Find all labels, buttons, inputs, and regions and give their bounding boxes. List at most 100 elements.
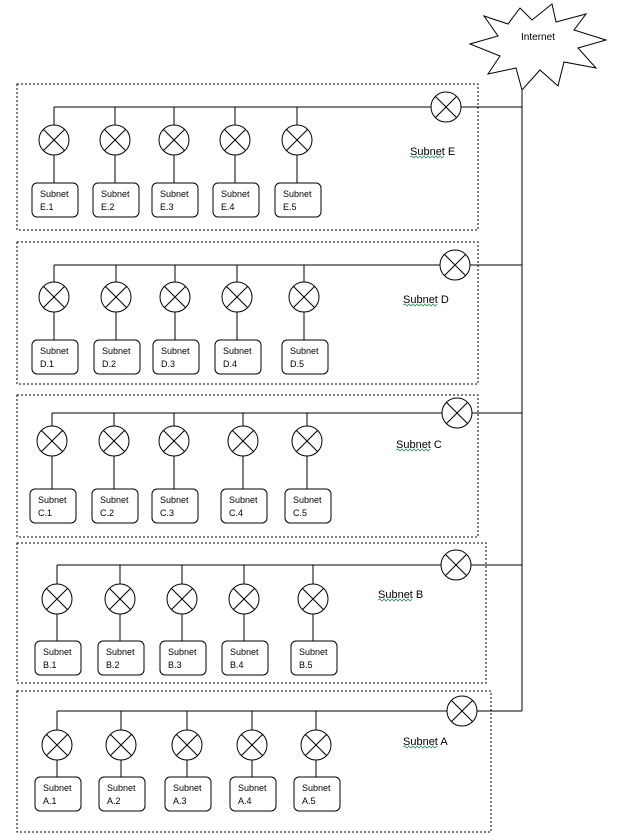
node-box	[34, 776, 82, 812]
node-box	[91, 488, 139, 524]
node-label-word: Subnet	[293, 495, 322, 505]
node-label-word: Subnet	[106, 647, 135, 657]
node-box	[31, 339, 79, 375]
subnet-group-e: Subnet ESubnetE.1SubnetE.2SubnetE.3Subne…	[16, 83, 522, 231]
gateway-router-icon	[440, 549, 472, 581]
node-label-id: D.2	[102, 359, 116, 369]
subnet-title: Subnet C	[396, 439, 442, 451]
node-label-id: D.5	[290, 359, 304, 369]
node-label-id: C.3	[160, 508, 174, 518]
node-box	[214, 339, 262, 375]
subnet-title: Subnet D	[403, 294, 449, 306]
router-icon	[100, 281, 132, 313]
node-label-id: B.1	[43, 660, 57, 670]
internet-cloud-icon: Internet	[468, 3, 608, 92]
node-label-id: B.2	[106, 660, 120, 670]
router-icon	[227, 425, 259, 457]
router-icon	[221, 281, 253, 313]
node-box	[221, 640, 269, 676]
node-label-word: Subnet	[290, 346, 319, 356]
node-box	[290, 640, 338, 676]
node-label-id: A.1	[43, 796, 57, 806]
router-icon	[281, 124, 313, 156]
node-label-word: Subnet	[160, 189, 189, 199]
node-label-word: Subnet	[161, 346, 190, 356]
node-label-id: C.2	[100, 508, 114, 518]
router-icon	[105, 729, 137, 761]
node-label-word: Subnet	[40, 189, 69, 199]
node-box	[164, 776, 212, 812]
spellcheck-underline	[402, 745, 438, 749]
node-label-word: Subnet	[229, 495, 258, 505]
node-box	[92, 182, 140, 218]
spellcheck-underline	[409, 155, 445, 159]
subnet-frame	[16, 241, 479, 385]
router-icon	[288, 281, 320, 313]
spellcheck-underline	[402, 303, 438, 307]
router-icon	[38, 124, 70, 156]
node-label-id: D.1	[40, 359, 54, 369]
node-label-id: B.3	[168, 660, 182, 670]
node-box	[97, 640, 145, 676]
gateway-router-icon	[430, 91, 462, 123]
internet-cloud-shape	[468, 3, 608, 92]
node-label-id: E.2	[101, 202, 115, 212]
node-box	[284, 488, 332, 524]
node-label-word: Subnet	[107, 783, 136, 793]
node-label-word: Subnet	[168, 647, 197, 657]
spellcheck-underline	[395, 448, 431, 452]
node-box	[93, 339, 141, 375]
subnet-group-a: Subnet ASubnetA.1SubnetA.2SubnetA.3Subne…	[16, 690, 522, 833]
node-box	[229, 776, 277, 812]
subnet-group-c: Subnet CSubnetC.1SubnetC.2SubnetC.3Subne…	[16, 394, 522, 538]
node-label-word: Subnet	[302, 783, 331, 793]
node-box	[151, 182, 199, 218]
subnet-frame	[16, 83, 479, 231]
node-label-id: A.4	[238, 796, 252, 806]
gateway-router-icon	[441, 397, 473, 429]
subnet-group-b: Subnet BSubnetB.1SubnetB.2SubnetB.3Subne…	[16, 542, 522, 684]
router-icon	[41, 583, 73, 615]
node-label-id: E.1	[40, 202, 54, 212]
router-icon	[158, 124, 190, 156]
node-label-word: Subnet	[43, 647, 72, 657]
node-label-word: Subnet	[101, 189, 130, 199]
node-box	[159, 640, 207, 676]
node-label-id: A.5	[302, 796, 316, 806]
node-box	[293, 776, 341, 812]
router-icon	[158, 425, 190, 457]
node-label-word: Subnet	[173, 783, 202, 793]
node-label-word: Subnet	[43, 783, 72, 793]
internet-label: Internet	[521, 32, 555, 43]
node-label-id: A.3	[173, 796, 187, 806]
gateway-router-icon	[446, 695, 478, 727]
node-label-id: A.2	[107, 796, 121, 806]
gateway-router-icon	[439, 249, 471, 281]
node-label-word: Subnet	[38, 495, 67, 505]
node-box	[152, 339, 200, 375]
subnet-title: Subnet B	[378, 589, 423, 601]
subnet-frame	[16, 690, 492, 833]
node-label-word: Subnet	[230, 647, 259, 657]
subnet-frame	[16, 394, 479, 538]
node-box	[212, 182, 260, 218]
router-icon	[36, 425, 68, 457]
node-label-word: Subnet	[283, 189, 312, 199]
node-label-id: D.3	[161, 359, 175, 369]
